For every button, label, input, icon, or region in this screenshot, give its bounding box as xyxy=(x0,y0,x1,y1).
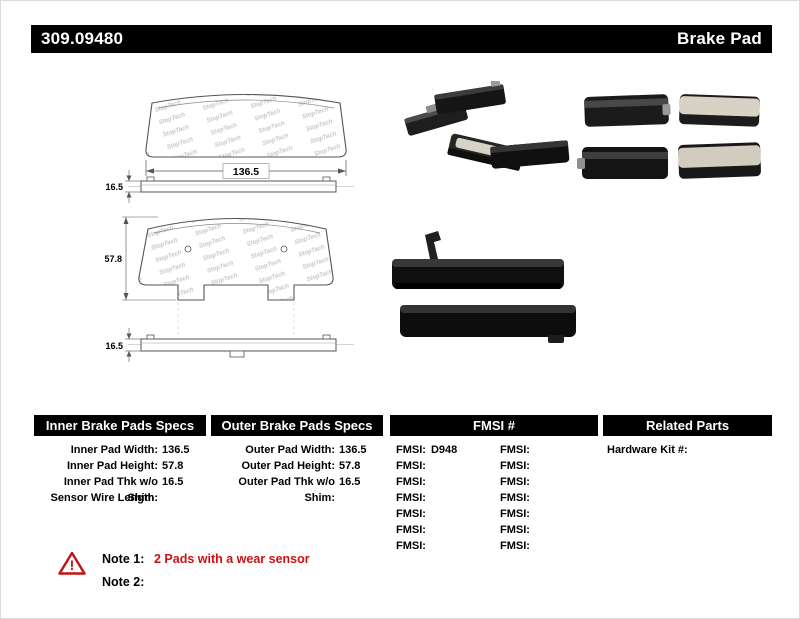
brake-pad-photo xyxy=(584,94,671,127)
spec-value: 16.5 xyxy=(162,476,184,488)
fmsi-row: FMSI: FMSI: xyxy=(390,490,598,506)
spec-label: Outer Pad Width: xyxy=(245,444,335,456)
fmsi-label: FMSI: xyxy=(396,508,426,520)
height-dimension: 57.8 xyxy=(104,216,176,301)
spec-label: Sensor Wire Length: xyxy=(50,492,158,504)
inner-specs-column: Inner Brake Pads Specs Inner Pad Width: … xyxy=(34,415,206,506)
note2-label: Note 2: xyxy=(102,575,145,589)
related-part-row: Hardware Kit #: xyxy=(603,442,772,458)
note-lines: Note 1: 2 Pads with a wear sensor Note 2: xyxy=(102,548,310,594)
fmsi-label: FMSI: xyxy=(500,476,530,488)
product-photos xyxy=(392,81,761,343)
title-bar: 309.09480 Brake Pad xyxy=(31,25,772,53)
spec-row: Outer Pad Thk w/o Shim: 16.5 xyxy=(211,474,383,504)
spec-row: Sensor Wire Length: xyxy=(34,490,206,506)
spec-row: Outer Pad Width: 136.5 xyxy=(211,442,383,458)
inner-specs-header: Inner Brake Pads Specs xyxy=(34,415,206,436)
spec-value: 57.8 xyxy=(162,460,184,472)
fmsi-label: FMSI: xyxy=(396,492,426,504)
fmsi-label: FMSI: xyxy=(396,540,426,552)
fmsi-label: FMSI: xyxy=(500,492,530,504)
fmsi-row: FMSI: FMSI: xyxy=(390,474,598,490)
spec-row: Outer Pad Height: 57.8 xyxy=(211,458,383,474)
related-parts-header: Related Parts xyxy=(603,415,772,436)
brake-pad-photo-with-sensor xyxy=(392,231,564,289)
pad-front-view-main-drawing xyxy=(138,217,334,301)
fmsi-column: FMSI # FMSI: D948 FMSI: FMSI: FMSI: FMSI:… xyxy=(390,415,598,554)
thickness-dimension-top: 16.5 xyxy=(105,170,141,203)
spec-value: 136.5 xyxy=(339,444,367,456)
fmsi-label: FMSI: xyxy=(396,444,426,456)
width-dimension: 136.5 xyxy=(145,160,347,179)
spec-row: Inner Pad Height: 57.8 xyxy=(34,458,206,474)
height-dimension-label: 57.8 xyxy=(104,254,122,264)
part-number: 309.09480 xyxy=(41,29,124,48)
spec-label: Inner Pad Thk w/o Shim: xyxy=(63,476,158,504)
spec-value xyxy=(158,490,206,506)
spec-row: Inner Pad Width: 136.5 xyxy=(34,442,206,458)
fmsi-label: FMSI: xyxy=(500,540,530,552)
extension-lines xyxy=(177,302,295,337)
pad-photo-group-grid xyxy=(577,94,761,179)
fmsi-row: FMSI: FMSI: xyxy=(390,506,598,522)
fmsi-label: FMSI: xyxy=(500,524,530,536)
thickness-bottom-label: 16.5 xyxy=(105,341,123,351)
width-dimension-label: 136.5 xyxy=(233,166,259,178)
fmsi-label: FMSI: xyxy=(396,524,426,536)
product-type-title: Brake Pad xyxy=(677,29,762,48)
brake-pad-photo xyxy=(400,305,576,343)
spec-label: Inner Pad Height: xyxy=(66,460,158,472)
brake-pad-photo xyxy=(434,81,506,115)
note1-label: Note 1: xyxy=(102,552,145,566)
fmsi-header: FMSI # xyxy=(390,415,598,436)
spec-label: Outer Pad Height: xyxy=(241,460,335,472)
technical-drawings: StopTech 136.5 xyxy=(104,93,354,362)
pad-photo-group-side xyxy=(392,231,576,343)
brake-pad-photo xyxy=(577,147,668,179)
fmsi-value: D948 xyxy=(430,444,458,456)
brake-pad-photo xyxy=(490,140,570,169)
note1-text: 2 Pads with a wear sensor xyxy=(154,552,310,566)
pad-front-view-top-drawing xyxy=(145,93,347,158)
note-2: Note 2: xyxy=(102,571,310,594)
fmsi-row: FMSI: D948 FMSI: xyxy=(390,442,598,458)
pad-edge-view-top-drawing xyxy=(128,176,354,193)
thickness-dimension-bottom: 16.5 xyxy=(105,328,141,362)
fmsi-row: FMSI: FMSI: xyxy=(390,458,598,474)
spec-row: Inner Pad Thk w/o Shim: 16.5 xyxy=(34,474,206,504)
fmsi-label: FMSI: xyxy=(500,508,530,520)
related-parts-column: Related Parts Hardware Kit #: xyxy=(603,415,772,458)
warning-glyph: ! xyxy=(70,557,75,573)
spec-value: 57.8 xyxy=(339,460,361,472)
fmsi-label: FMSI: xyxy=(500,444,530,456)
pad-edge-view-bottom-drawing xyxy=(128,334,354,358)
thickness-top-label: 16.5 xyxy=(105,182,123,192)
spec-label: Outer Pad Thk w/o Shim: xyxy=(238,476,335,504)
brake-pad-photo xyxy=(679,94,760,127)
brake-pad-photo xyxy=(678,142,761,179)
spec-value: 16.5 xyxy=(339,476,361,488)
note-1: Note 1: 2 Pads with a wear sensor xyxy=(102,548,310,571)
spec-value: 136.5 xyxy=(162,444,190,456)
fmsi-row: FMSI: FMSI: xyxy=(390,522,598,538)
outer-specs-column: Outer Brake Pads Specs Outer Pad Width: … xyxy=(211,415,383,504)
fmsi-label: FMSI: xyxy=(396,476,426,488)
outer-specs-header: Outer Brake Pads Specs xyxy=(211,415,383,436)
fmsi-row: FMSI: FMSI: xyxy=(390,538,598,554)
related-part-label: Hardware Kit #: xyxy=(607,444,688,456)
fmsi-label: FMSI: xyxy=(396,460,426,472)
spec-label: Inner Pad Width: xyxy=(70,444,158,456)
pad-photo-group-angled xyxy=(404,81,570,171)
fmsi-label: FMSI: xyxy=(500,460,530,472)
warning-icon: ! xyxy=(58,551,86,575)
notes-section: ! Note 1: 2 Pads with a wear sensor Note … xyxy=(58,548,310,594)
